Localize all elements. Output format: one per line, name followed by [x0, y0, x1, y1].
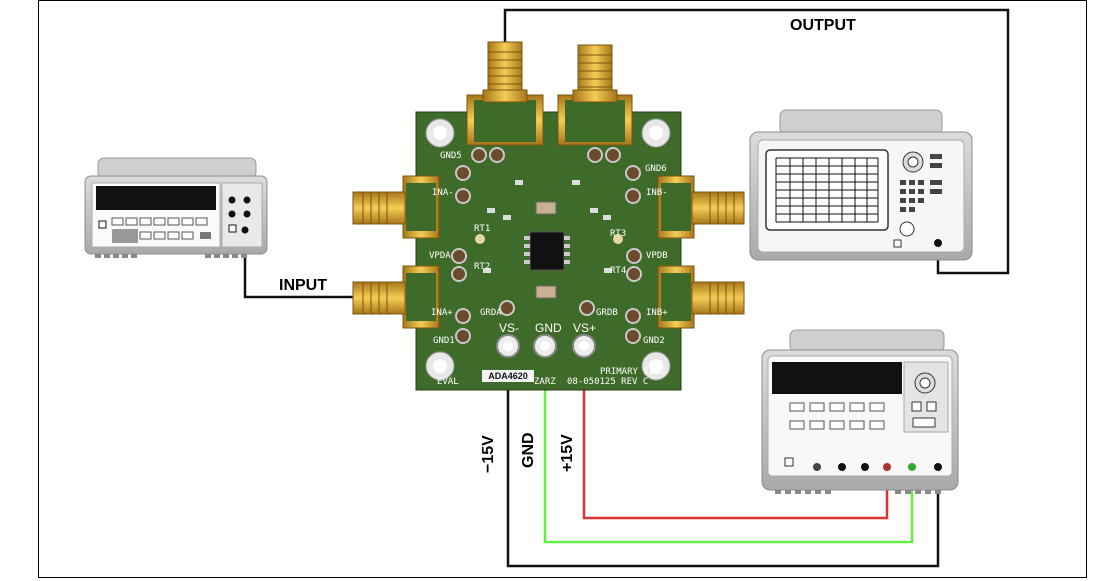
board-rev-label: 08-050125 REV C — [567, 377, 649, 387]
eval-board — [352, 41, 745, 391]
pin-label-inb-minus: INB- — [646, 188, 668, 198]
sma-left-lower — [352, 265, 440, 329]
plus15-wire — [582, 345, 889, 520]
board-suffix-label: ZARZ — [534, 377, 556, 387]
minus15v-label: −15V — [480, 435, 497, 473]
multimeter-instrument — [84, 157, 268, 258]
sma-top-left — [466, 41, 544, 146]
board-part-label: ADA4620 — [482, 370, 534, 382]
oscilloscope-instrument — [749, 109, 973, 261]
sma-left-upper — [352, 175, 440, 239]
pin-label-gnd: GND — [535, 321, 562, 335]
input-label: INPUT — [279, 277, 327, 294]
pin-label-inb-plus: INB+ — [646, 308, 668, 318]
output-wire — [503, 8, 1010, 275]
pin-label-ina-plus: INA+ — [431, 308, 453, 318]
power-supply-instrument — [761, 329, 959, 494]
pin-label-vs-plus: VS+ — [573, 321, 597, 335]
sma-right-upper — [657, 175, 745, 239]
gnd-wire — [543, 345, 914, 544]
pin-label-rt4: RT4 — [610, 266, 627, 276]
minus15-wire — [506, 345, 940, 568]
pin-label-vpdb: VPDB — [646, 251, 668, 261]
pin-label-gnd6: GND6 — [645, 164, 667, 174]
diagram-frame — [38, 0, 1087, 578]
output-label: OUTPUT — [790, 17, 856, 34]
plus15v-label: +15V — [559, 434, 576, 472]
pin-label-grda: GRDA — [480, 308, 502, 318]
board-side-label: PRIMARY SIDE — [600, 367, 666, 377]
gnd-label: GND — [520, 432, 537, 468]
pin-label-rt1: RT1 — [474, 224, 491, 234]
pin-label-rt2: RT2 — [474, 262, 491, 272]
pin-label-rt3: RT3 — [610, 229, 627, 239]
pin-label-gnd5: GND5 — [440, 151, 462, 161]
pin-label-ina-minus: INA- — [432, 188, 454, 198]
sma-right-lower — [657, 265, 745, 329]
sma-top-right — [557, 44, 633, 146]
pin-label-gnd1: GND1 — [433, 336, 455, 346]
board-eval-label: EVAL — [437, 377, 459, 387]
pin-label-vs-minus: VS- — [499, 321, 520, 335]
pin-label-grdb: GRDB — [596, 308, 618, 318]
pin-label-vpda: VPDA — [429, 251, 451, 261]
pin-label-gnd2: GND2 — [643, 336, 665, 346]
